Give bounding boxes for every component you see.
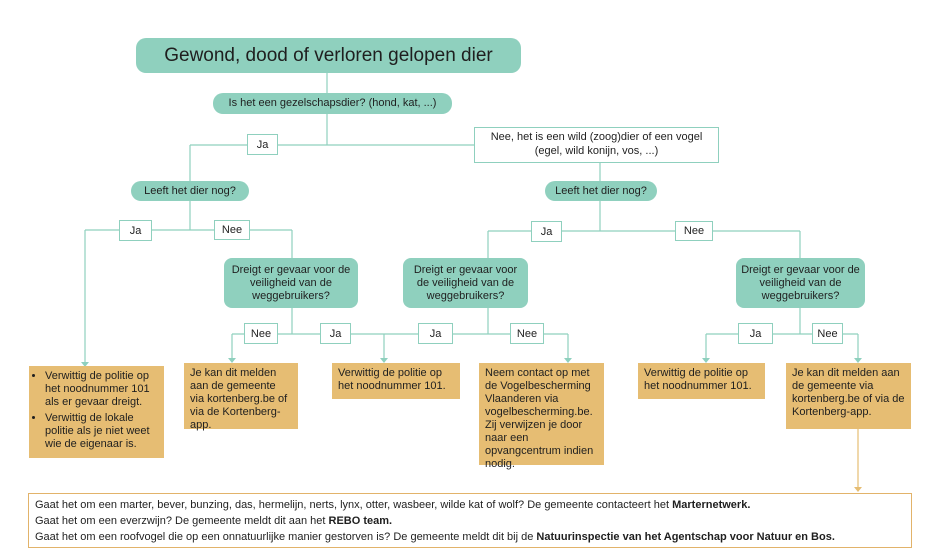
footer-line-marter: Gaat het om een marter, bever, bunzing, …: [35, 497, 905, 513]
outcome-report-pet: Je kan dit melden aan de gemeente via ko…: [184, 363, 298, 431]
question-alive-wild: Leeft het dier nog?: [545, 181, 657, 201]
wild-line-2: (egel, wild konijn, vos, ...): [534, 145, 659, 157]
footer-info-box: Gaat het om een marter, bever, bunzing, …: [28, 493, 912, 548]
wild-line-1: Nee, het is een wild (zoog)dier of een v…: [490, 131, 703, 143]
outcome-police-pet-item-2: Verwittig de lokale politie als je niet …: [45, 412, 158, 451]
outcome-police-101-a: Verwittig de politie op het noodnummer 1…: [332, 363, 460, 399]
answer-nee-pet-alive: Nee: [214, 220, 250, 240]
answer-ja-wild-alive: Ja: [531, 221, 562, 242]
footer-line-marter-bold: Marternetwerk.: [672, 499, 751, 511]
question-danger-pet: Dreigt er gevaar voor de veiligheid van …: [224, 258, 358, 308]
question-alive-pet: Leeft het dier nog?: [131, 181, 249, 201]
outcome-police-101-b: Verwittig de politie op het noodnummer 1…: [638, 363, 765, 399]
answer-nee-wild: Nee, het is een wild (zoog)dier of een v…: [474, 127, 719, 163]
answer-nee-danger-pet: Nee: [244, 323, 278, 344]
answer-ja-danger-wild: Ja: [418, 323, 453, 344]
footer-line-everzwijn: Gaat het om een everzwijn? De gemeente m…: [35, 513, 905, 529]
outcome-report-wild: Je kan dit melden aan de gemeente via ko…: [786, 363, 911, 429]
diagram-title: Gewond, dood of verloren gelopen dier: [136, 38, 521, 73]
answer-nee-wild-alive: Nee: [675, 221, 713, 241]
question-danger-wild-dead: Dreigt er gevaar voor de veiligheid van …: [736, 258, 865, 308]
outcome-police-pet: Verwittig de politie op het noodnummer 1…: [29, 366, 164, 458]
answer-ja-danger-pet: Ja: [320, 323, 351, 344]
answer-nee-danger-wild: Nee: [510, 323, 544, 344]
outcome-police-pet-item-1: Verwittig de politie op het noodnummer 1…: [45, 370, 158, 409]
answer-ja-danger-dead: Ja: [738, 323, 773, 344]
footer-line-marter-text: Gaat het om een marter, bever, bunzing, …: [35, 499, 673, 511]
footer-line-roofvogel: Gaat het om een roofvogel die op een onn…: [35, 529, 905, 545]
footer-line-roofvogel-bold: Natuurinspectie van het Agentschap voor …: [536, 531, 835, 543]
question-pet: Is het een gezelschapsdier? (hond, kat, …: [213, 93, 452, 114]
answer-ja-pet-alive: Ja: [119, 220, 152, 241]
footer-line-everzwijn-text: Gaat het om een everzwijn? De gemeente m…: [35, 515, 329, 527]
answer-nee-danger-dead: Nee: [812, 323, 843, 344]
footer-line-roofvogel-text: Gaat het om een roofvogel die op een onn…: [35, 531, 537, 543]
outcome-vogelbescherming: Neem contact op met de Vogelbescherming …: [479, 363, 604, 470]
footer-line-everzwijn-bold: REBO team.: [328, 515, 393, 527]
answer-ja-pet: Ja: [247, 134, 278, 155]
question-danger-wild-alive: Dreigt er gevaar voor de veiligheid van …: [403, 258, 528, 308]
